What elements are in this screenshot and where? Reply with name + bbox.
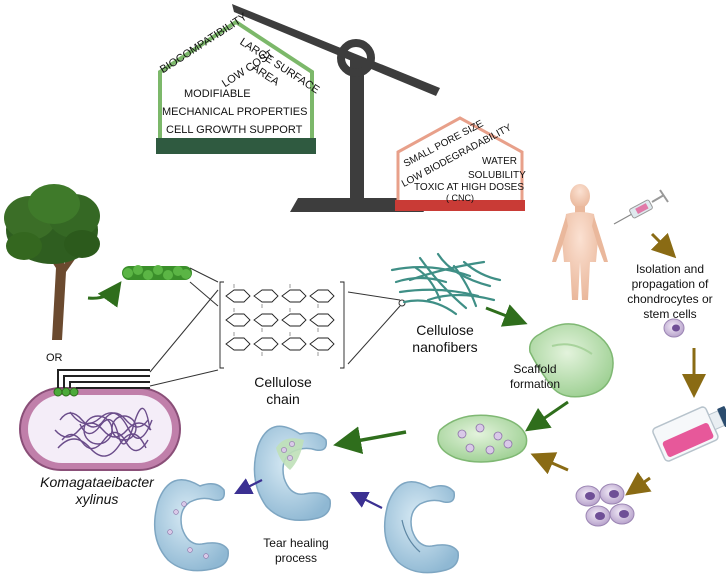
isolation-label-line3: chondrocytes or bbox=[627, 292, 713, 306]
bacterium-label-line2: xylinus bbox=[75, 491, 119, 507]
balance-scale bbox=[232, 4, 440, 212]
seeded-scaffold-illustration bbox=[437, 414, 528, 463]
cellulose-chain-label: Cellulose chain bbox=[248, 374, 318, 408]
tree-illustration bbox=[4, 184, 100, 340]
cell-cluster-icon bbox=[575, 483, 635, 527]
healing-arrow-right bbox=[350, 492, 383, 509]
secretion-lines bbox=[57, 369, 150, 389]
con-cnc: ( CNC) bbox=[446, 193, 474, 203]
tear-healing-label-line2: process bbox=[274, 551, 318, 565]
pros-pan bbox=[156, 19, 316, 154]
healing-arrow-left bbox=[234, 478, 263, 494]
isolation-label-line1: Isolation and bbox=[635, 262, 705, 276]
tree-arrow bbox=[87, 281, 122, 308]
scaffold-formation-label-line1: Scaffold bbox=[513, 362, 557, 376]
stem-cell-icon bbox=[663, 318, 685, 338]
con-toxic-high-doses: TOXIC AT HIGH DOSES bbox=[414, 182, 525, 193]
nanofibers-label: Cellulose nanofibers bbox=[400, 322, 490, 356]
balance-base bbox=[290, 198, 424, 212]
isolation-label-line2: propagation of bbox=[631, 277, 709, 291]
cellulose-nanofibers-illustration bbox=[390, 252, 502, 316]
cellulose-chain-label-line1: Cellulose bbox=[254, 374, 312, 390]
nanofibers-label-line1: Cellulose bbox=[416, 322, 474, 338]
culture-arrow bbox=[625, 471, 652, 496]
cellulose-strand-icon bbox=[122, 265, 192, 280]
tear-healing-label-line1: Tear healing bbox=[263, 536, 329, 550]
implant-arrow bbox=[333, 426, 407, 455]
syringe-icon bbox=[613, 189, 669, 225]
cons-pan bbox=[395, 116, 525, 211]
pro-modifiable: MODIFIABLE bbox=[184, 88, 251, 100]
bacterium-label: Komagataeibacter xylinus bbox=[22, 474, 172, 508]
nanofibers-label-line2: nanofibers bbox=[412, 339, 478, 355]
pro-mechanical-properties: MECHANICAL PROPERTIES bbox=[162, 106, 308, 118]
balance-post bbox=[350, 60, 364, 200]
torn-meniscus bbox=[383, 481, 459, 574]
isolation-label-line4: stem cells bbox=[643, 307, 697, 321]
scaffold-illustration bbox=[528, 323, 614, 398]
scaffold-arrow bbox=[525, 400, 569, 432]
con-water: WATER bbox=[482, 156, 517, 167]
tear-healing-label: Tear healing process bbox=[256, 536, 336, 566]
isolation-arrow bbox=[650, 232, 677, 259]
isolation-label: Isolation and propagation of chondrocyte… bbox=[614, 262, 726, 322]
pro-cell-growth-support: CELL GROWTH SUPPORT bbox=[166, 124, 303, 136]
meniscus-with-scaffold bbox=[253, 425, 331, 521]
bacterium-label-line1: Komagataeibacter bbox=[40, 474, 154, 490]
cellulose-chain-structure bbox=[219, 281, 345, 369]
con-solubility: SOLUBILITY bbox=[468, 170, 526, 181]
human-figure-illustration bbox=[552, 184, 608, 300]
healed-meniscus bbox=[153, 479, 229, 572]
scaffold-formation-label: Scaffold formation bbox=[500, 362, 570, 392]
or-label: OR bbox=[46, 352, 63, 364]
balance-beam bbox=[232, 4, 440, 96]
scaffold-formation-label-line2: formation bbox=[509, 377, 561, 391]
bacterium-illustration bbox=[19, 387, 181, 471]
nanofiber-arrow bbox=[485, 304, 528, 327]
cellulose-chain-label-line2: chain bbox=[266, 391, 300, 407]
culture-flask-icon bbox=[652, 406, 726, 462]
seeding-arrow bbox=[530, 452, 569, 475]
balance-pivot bbox=[337, 39, 375, 77]
connector-lines bbox=[149, 267, 406, 387]
